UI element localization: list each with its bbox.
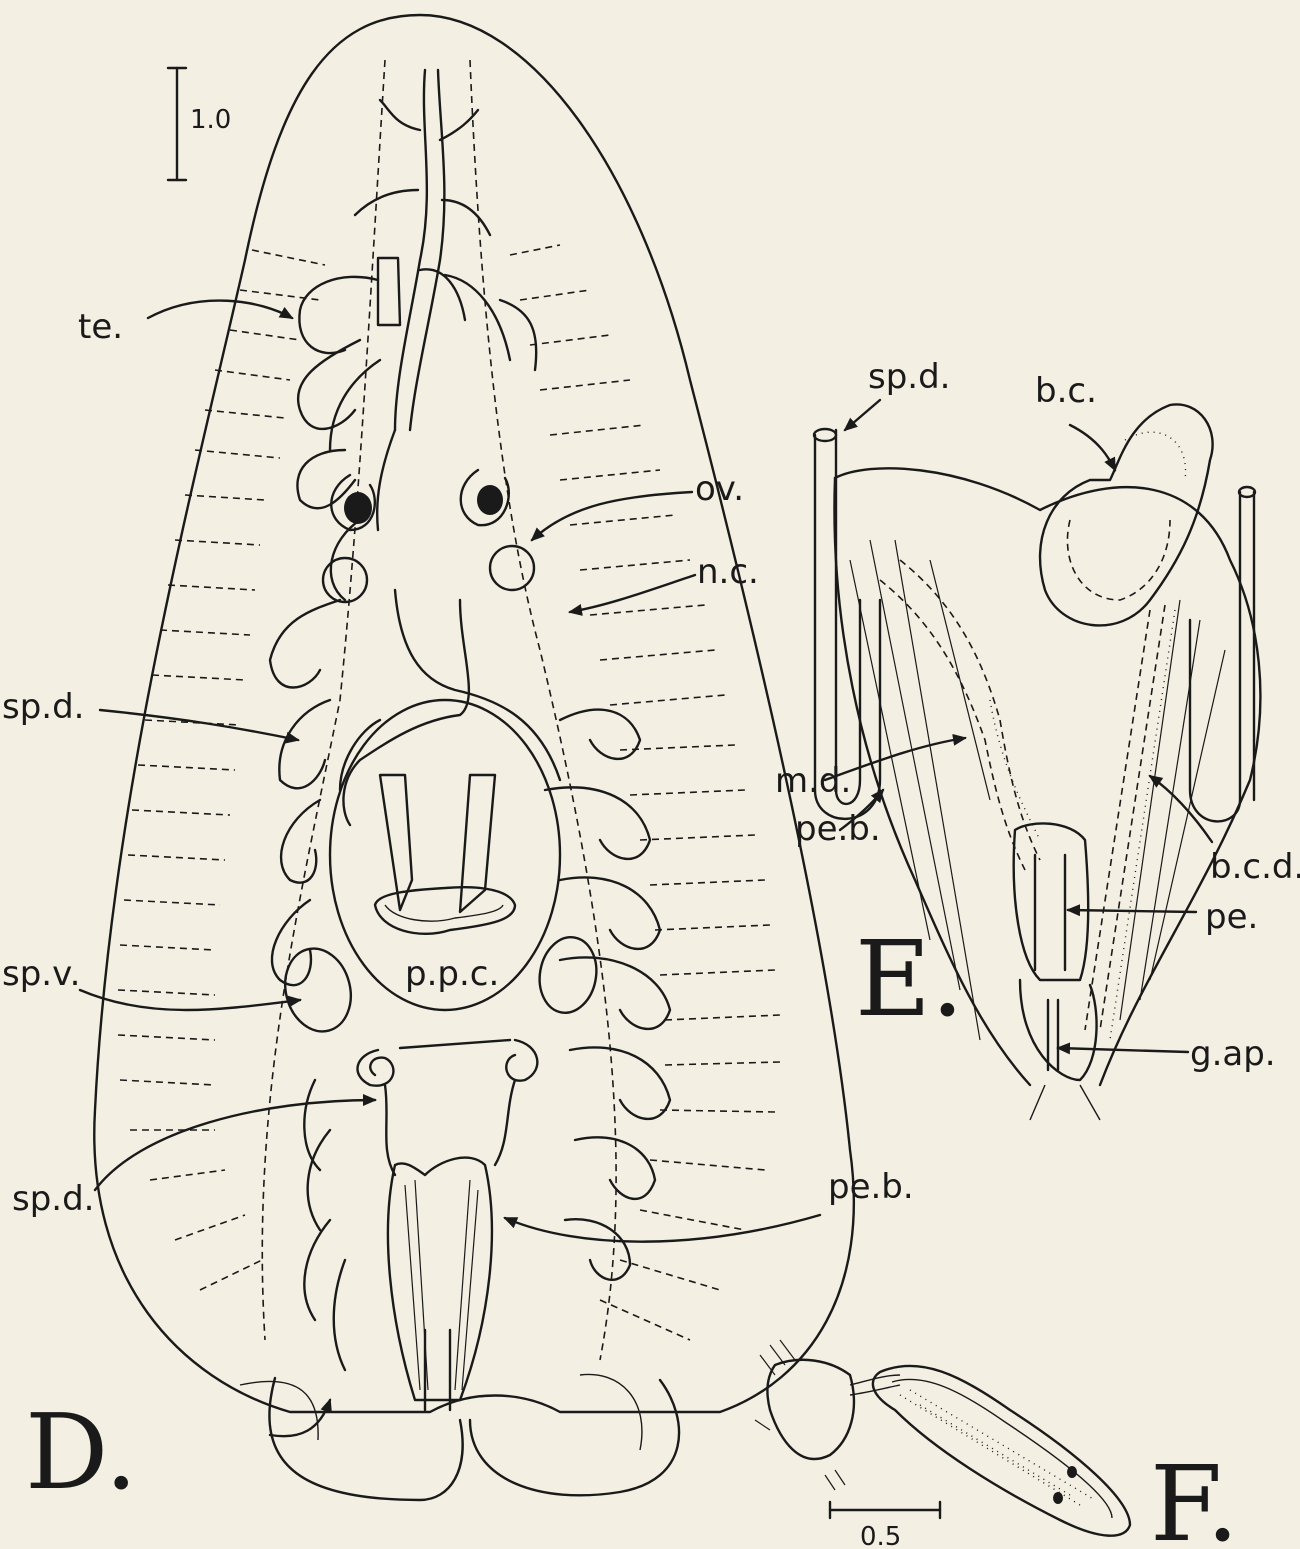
seminal-vesicle-right [534,933,602,1018]
label-bc: b.c. [1035,371,1097,411]
body-outline-d [94,15,854,1412]
label-ppc: p.p.c. [405,954,499,994]
bursa-copulatrix [1040,404,1213,625]
penis-bulb-d [388,1158,492,1410]
label-nc: n.c. [697,552,759,592]
label-te: te. [78,307,123,347]
vitellaria-left [118,250,325,1290]
label-spd-e: sp.d. [868,357,951,397]
penis-e [1014,823,1100,1120]
vitelline-reservoir-left [323,558,367,602]
testis-left-branches [270,277,380,985]
label-md: m.d. [775,761,851,801]
label-spd-lower: sp.d. [12,1179,95,1219]
label-pe: pe. [1205,897,1258,937]
testis-left-posterior [304,1080,345,1370]
label-peb-e: pe.b. [795,809,881,849]
label-gap: g.ap. [1190,1034,1276,1074]
label-spd-upper: sp.d. [2,687,85,727]
figure-letter-d: D. [25,1391,138,1513]
vitelline-reservoir-right [490,546,534,590]
seminal-vesicle-left [276,941,360,1039]
coiled-sperm-duct [358,1040,538,1175]
ovary-right [461,470,509,525]
figure-letter-e: E. [855,918,964,1040]
label-bcd: b.c.d. [1210,847,1300,887]
scale-bar-f-label: 0.5 [860,1522,901,1549]
testis-right-branches [545,710,670,1280]
scale-bar-d-label: 1.0 [190,105,231,135]
label-peb-d: pe.b. [828,1167,914,1207]
testis-anterior [355,70,536,530]
label-ov: ov. [695,469,744,509]
scale-bar-d: 1.0 [168,68,231,180]
figure-f: 0.5 F. [755,1340,1239,1549]
label-spv: sp.v. [2,954,80,994]
figure-e: sp.d. b.c. m.d. pe.b. b.c.d. pe. g.ap. E… [775,357,1300,1120]
figure-letter-f: F. [1150,1443,1239,1549]
